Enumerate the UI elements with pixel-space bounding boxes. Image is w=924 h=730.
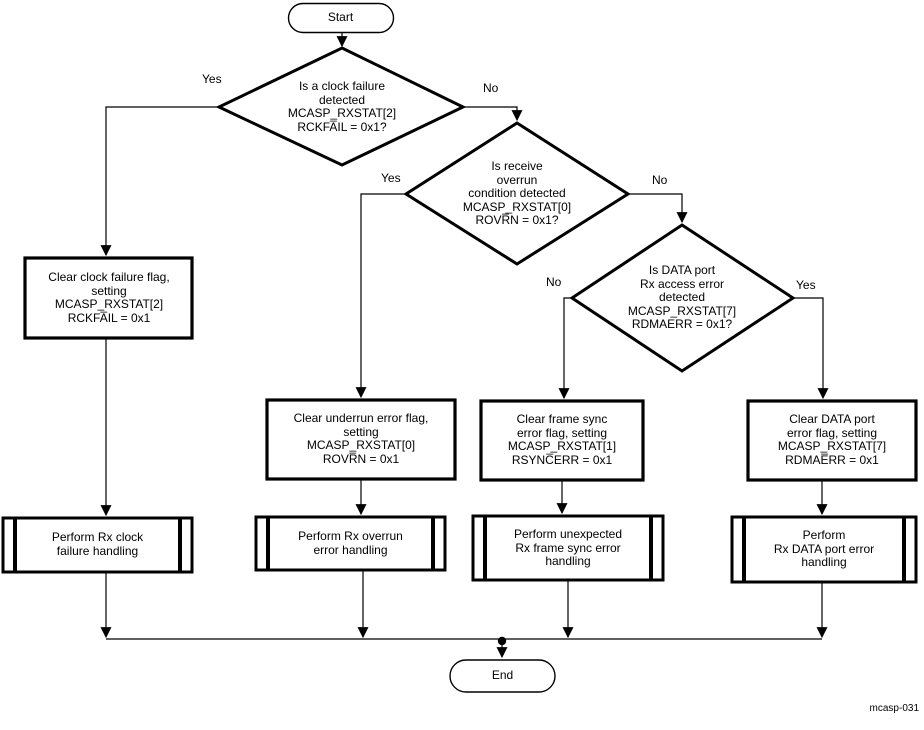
process-clear-underrun (265, 398, 457, 481)
subroutine-rx-clock-failure (1, 516, 194, 574)
process-clear-frame-sync (479, 399, 645, 482)
decision-clock-failure (215, 46, 467, 167)
decision-data-port-error (569, 223, 796, 373)
label-d1-yes: Yes (202, 72, 222, 86)
connector-d2-yes (355, 193, 406, 399)
label-d2-yes: Yes (381, 171, 401, 185)
connector-d3-no (558, 297, 572, 400)
start-terminator (287, 2, 395, 34)
subroutine-rx-data-port-box (730, 515, 918, 584)
connector-d2-no (628, 193, 688, 224)
subroutine-rx-data-port (730, 515, 918, 584)
connector-d1-no (463, 106, 523, 122)
decision-rx-overrun (403, 121, 631, 266)
figure-caption: mcasp-031 (869, 703, 919, 714)
label-d1-no: No (483, 81, 499, 95)
subroutine-rx-overrun (254, 515, 447, 572)
junction-dot (497, 636, 507, 646)
label-d3-yes: Yes (796, 278, 816, 292)
subroutine-rx-frame-sync (471, 514, 665, 582)
connector-d3-yes (793, 297, 829, 400)
label-d2-no: No (652, 173, 668, 187)
connector-d1-yes (100, 106, 219, 257)
label-d3-no: No (546, 275, 562, 289)
subroutine-rx-frame-sync-box (471, 514, 665, 582)
subroutine-rx-overrun-box (254, 515, 447, 572)
process-clear-clock-failure (23, 256, 194, 340)
process-clear-data-port (746, 399, 918, 482)
subroutine-rx-clock-failure-box (1, 516, 194, 574)
end-terminator (449, 659, 556, 693)
